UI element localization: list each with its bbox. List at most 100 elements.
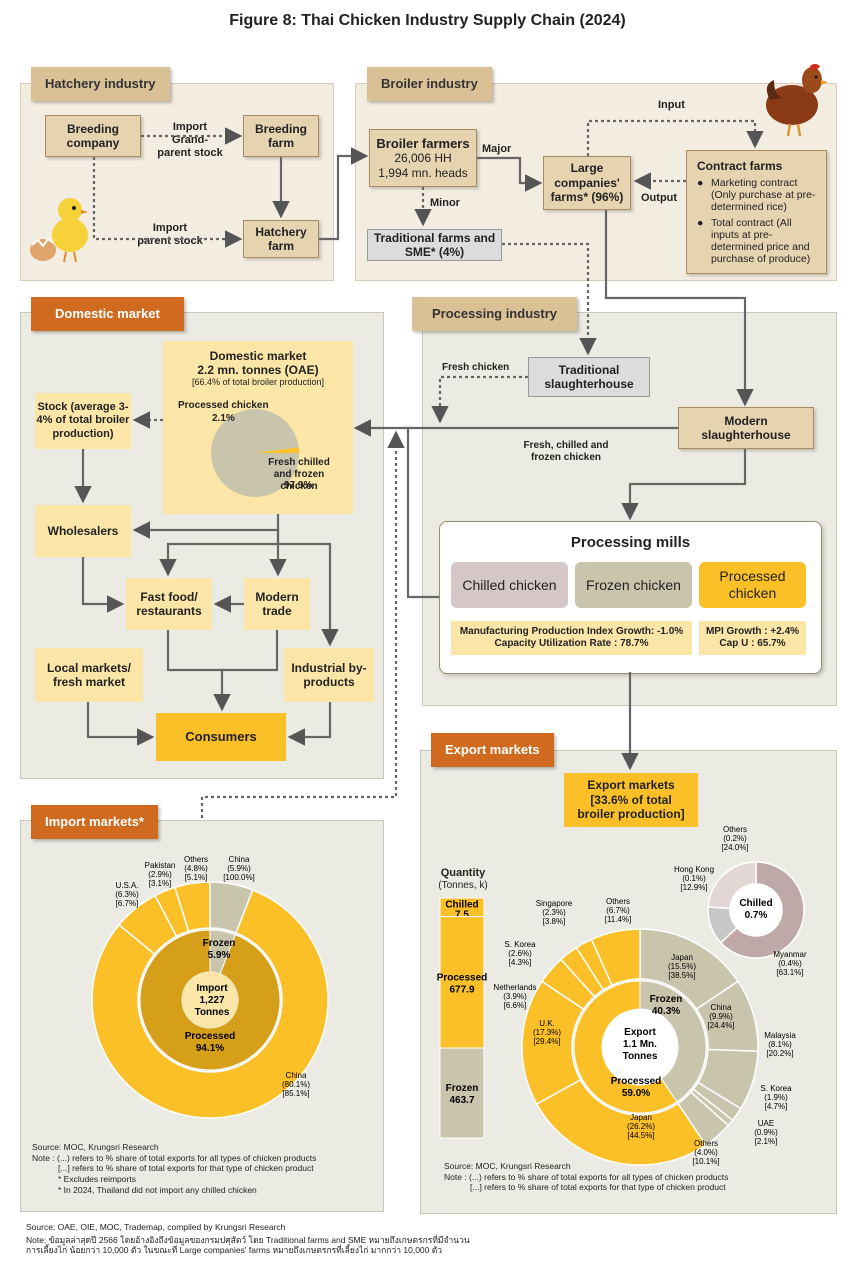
- mpi-left-box: Manufacturing Production Index Growth: -…: [451, 621, 692, 655]
- export-inner-processed-pct: 59.0%: [622, 1088, 650, 1099]
- broiler-farmers-title: Broiler farmers: [376, 135, 470, 151]
- hatchery-farm-box: Hatchery farm: [243, 220, 319, 258]
- local-markets-box: Local markets/ fresh market: [35, 648, 143, 702]
- hatchery-tab: Hatchery industry: [31, 67, 170, 101]
- export-outer-label: Japan(15.5%)[38.5%]: [668, 953, 696, 980]
- traditional-slaughterhouse-box: Traditional slaughterhouse: [528, 357, 650, 397]
- import-center-1: Import: [196, 983, 228, 994]
- output-label: Output: [641, 192, 678, 204]
- chilled-center-label: Chilled: [739, 898, 772, 909]
- import-inner-frozen: Frozen: [203, 938, 236, 949]
- modern-slaughterhouse-box: Modern slaughterhouse: [678, 407, 814, 449]
- domestic-fresh-pct: 97.9%: [284, 480, 313, 491]
- industrial-box: Industrial by-products: [284, 648, 374, 702]
- contract-item-marketing-text: Marketing contract (Only purchase at pre…: [711, 177, 816, 213]
- processing-tab: Processing industry: [412, 297, 577, 331]
- traditional-farms-box: Traditional farms and SME* (4%): [367, 229, 502, 261]
- domestic-processed-pct: 2.1%: [212, 413, 235, 424]
- export-outer-label: Malaysia(8.1%)[20.2%]: [764, 1031, 796, 1058]
- export-outer-label: China(9.9%)[24.4%]: [707, 1003, 734, 1030]
- contract-farms-title: Contract farms: [697, 159, 783, 173]
- import-inner-processed: Processed: [185, 1031, 236, 1042]
- export-outer-label: Others(6.7%)[11.4%]: [605, 897, 632, 924]
- import-notes: Source: MOC, Krungsri Research Note : (.…: [32, 1142, 316, 1195]
- mpi-left-growth: Manufacturing Production Index Growth: -…: [459, 626, 684, 637]
- export-outer-label: U.K.(17.3%)[29.4%]: [533, 1019, 561, 1046]
- breeding-farm-box: Breeding farm: [243, 115, 319, 157]
- export-outer-label: UAE(0.9%)[2.1%]: [754, 1119, 778, 1146]
- import-donut-chart: Import 1,227 Tonnes Frozen 5.9% Processe…: [91, 855, 329, 1119]
- export-center-disc: [602, 1009, 678, 1085]
- qty-bar-value: 463.7: [449, 1095, 474, 1106]
- contract-item-total-text: Total contract (All inputs at pre-determ…: [711, 217, 811, 265]
- export-center-3: Tonnes: [623, 1051, 658, 1062]
- mpi-right-growth: MPI Growth : +2.4%: [705, 626, 800, 637]
- export-box-line1: Export markets: [587, 778, 675, 793]
- export-notes: Source: MOC, Krungsri Research Note : (.…: [444, 1161, 728, 1193]
- mpi-left-capacity: Capacity Utilization Rate : 78.7%: [494, 638, 649, 649]
- domestic-market-title: Domestic market: [209, 349, 307, 363]
- import-note-source: Source: MOC, Krungsri Research: [32, 1142, 159, 1152]
- contract-item-total: ● Total contract (All inputs at pre-deter…: [697, 217, 816, 265]
- fastfood-box: Fast food/ restaurants: [126, 578, 212, 630]
- chilled-outer-label: Others(0.2%)[24.0%]: [721, 825, 748, 852]
- bullet-icon: ●: [697, 177, 704, 189]
- export-markets-box: Export markets [33.6% of total broiler p…: [564, 773, 698, 827]
- hen-icon: [766, 64, 828, 137]
- domestic-processed-label: Processed chicken: [178, 400, 269, 411]
- quantity-title: Quantity: [440, 867, 486, 879]
- stock-box: Stock (average 3-4% of total broiler pro…: [35, 393, 131, 449]
- export-note-2: [...] refers to % share of total exports…: [470, 1182, 726, 1193]
- footer-note-2: การเลี้ยงไก่ น้อยกว่า 10,000 ตัว ในขณะที…: [26, 1245, 443, 1256]
- breeding-company-box: Breeding company: [45, 115, 141, 157]
- broiler-tab: Broiler industry: [367, 67, 492, 101]
- processing-mills-title: Processing mills: [570, 534, 691, 551]
- broiler-farmers-heads: 1,994 mn. heads: [378, 165, 468, 180]
- import-outer-label: U.S.A.(6.3%)[6.7%]: [115, 881, 139, 908]
- import-outer-slice: [174, 881, 211, 933]
- export-tab: Export markets: [431, 733, 554, 767]
- qty-bar-value: 7.5: [455, 909, 469, 920]
- qty-bar-category: Processed: [437, 972, 488, 983]
- chilled-outer-label: Hong Kong(0.1%)[12.9%]: [674, 865, 714, 892]
- import-note-4: * In 2024, Thailand did not import any c…: [58, 1184, 257, 1195]
- export-inner-processed: Processed: [611, 1076, 662, 1087]
- frozen-chicken-box: Frozen chicken: [575, 562, 692, 608]
- import-outer-label: China(80.1%)[85.1%]: [282, 1071, 310, 1098]
- domestic-tab: Domestic market: [31, 297, 184, 331]
- export-outer-slice: [535, 1078, 707, 1166]
- export-outer-slice: [590, 928, 641, 987]
- footer-source: Source: OAE, OIE, MOC, Trademap, compile…: [26, 1222, 286, 1232]
- chilled-center-pct: 0.7%: [745, 910, 768, 921]
- export-box-line2: [33.6% of total: [590, 792, 672, 807]
- qty-bar-segment: [439, 1047, 485, 1139]
- import-inner-frozen-pct: 5.9%: [208, 950, 231, 961]
- domestic-market-tonnes: 2.2 mn. tonnes (OAE): [197, 363, 319, 377]
- mpi-right-box: MPI Growth : +2.4% Cap U : 65.7%: [699, 621, 806, 655]
- mpi-right-capu: Cap U : 65.7%: [719, 638, 786, 649]
- minor-label: Minor: [430, 197, 460, 209]
- import-grandparent-label: Import Grand- parent stock: [157, 121, 223, 160]
- wholesalers-box: Wholesalers: [35, 505, 131, 557]
- import-parent-label: Import parent stock: [137, 222, 203, 248]
- export-inner-frozen: Frozen: [650, 994, 683, 1005]
- export-inner-frozen-pct: 40.3%: [652, 1006, 680, 1017]
- export-outer-label: Japan(26.2%)[44.5%]: [627, 1113, 655, 1140]
- import-tab: Import markets*: [31, 805, 158, 839]
- bullet-icon: ●: [697, 217, 704, 229]
- import-center-3: Tonnes: [195, 1007, 230, 1018]
- import-note-3: * Excludes reimports: [58, 1173, 136, 1184]
- export-outer-label: Singapore(2.3%)[3.8%]: [536, 899, 573, 926]
- export-outer-label: Others(4.0%)[10.1%]: [692, 1139, 719, 1166]
- import-outer-label: Pakistan(2.9%)[3.1%]: [145, 861, 176, 888]
- qty-bar-value: 677.9: [449, 984, 474, 995]
- export-outer-label: S. Korea(2.6%)[4.3%]: [504, 940, 536, 967]
- export-outer-label: Netherlands(3.9%)[6.6%]: [493, 983, 536, 1010]
- modern-trade-box: Modern trade: [244, 578, 310, 630]
- page-title: Figure 8: Thai Chicken Industry Supply C…: [229, 12, 626, 29]
- large-companies-box: Large companies' farms* (96%): [543, 156, 631, 210]
- chilled-center-disc: [730, 884, 782, 936]
- import-note-1: Note : (...) refers to % share of total …: [32, 1152, 317, 1163]
- fresh-chicken-label: Fresh chicken: [442, 362, 510, 373]
